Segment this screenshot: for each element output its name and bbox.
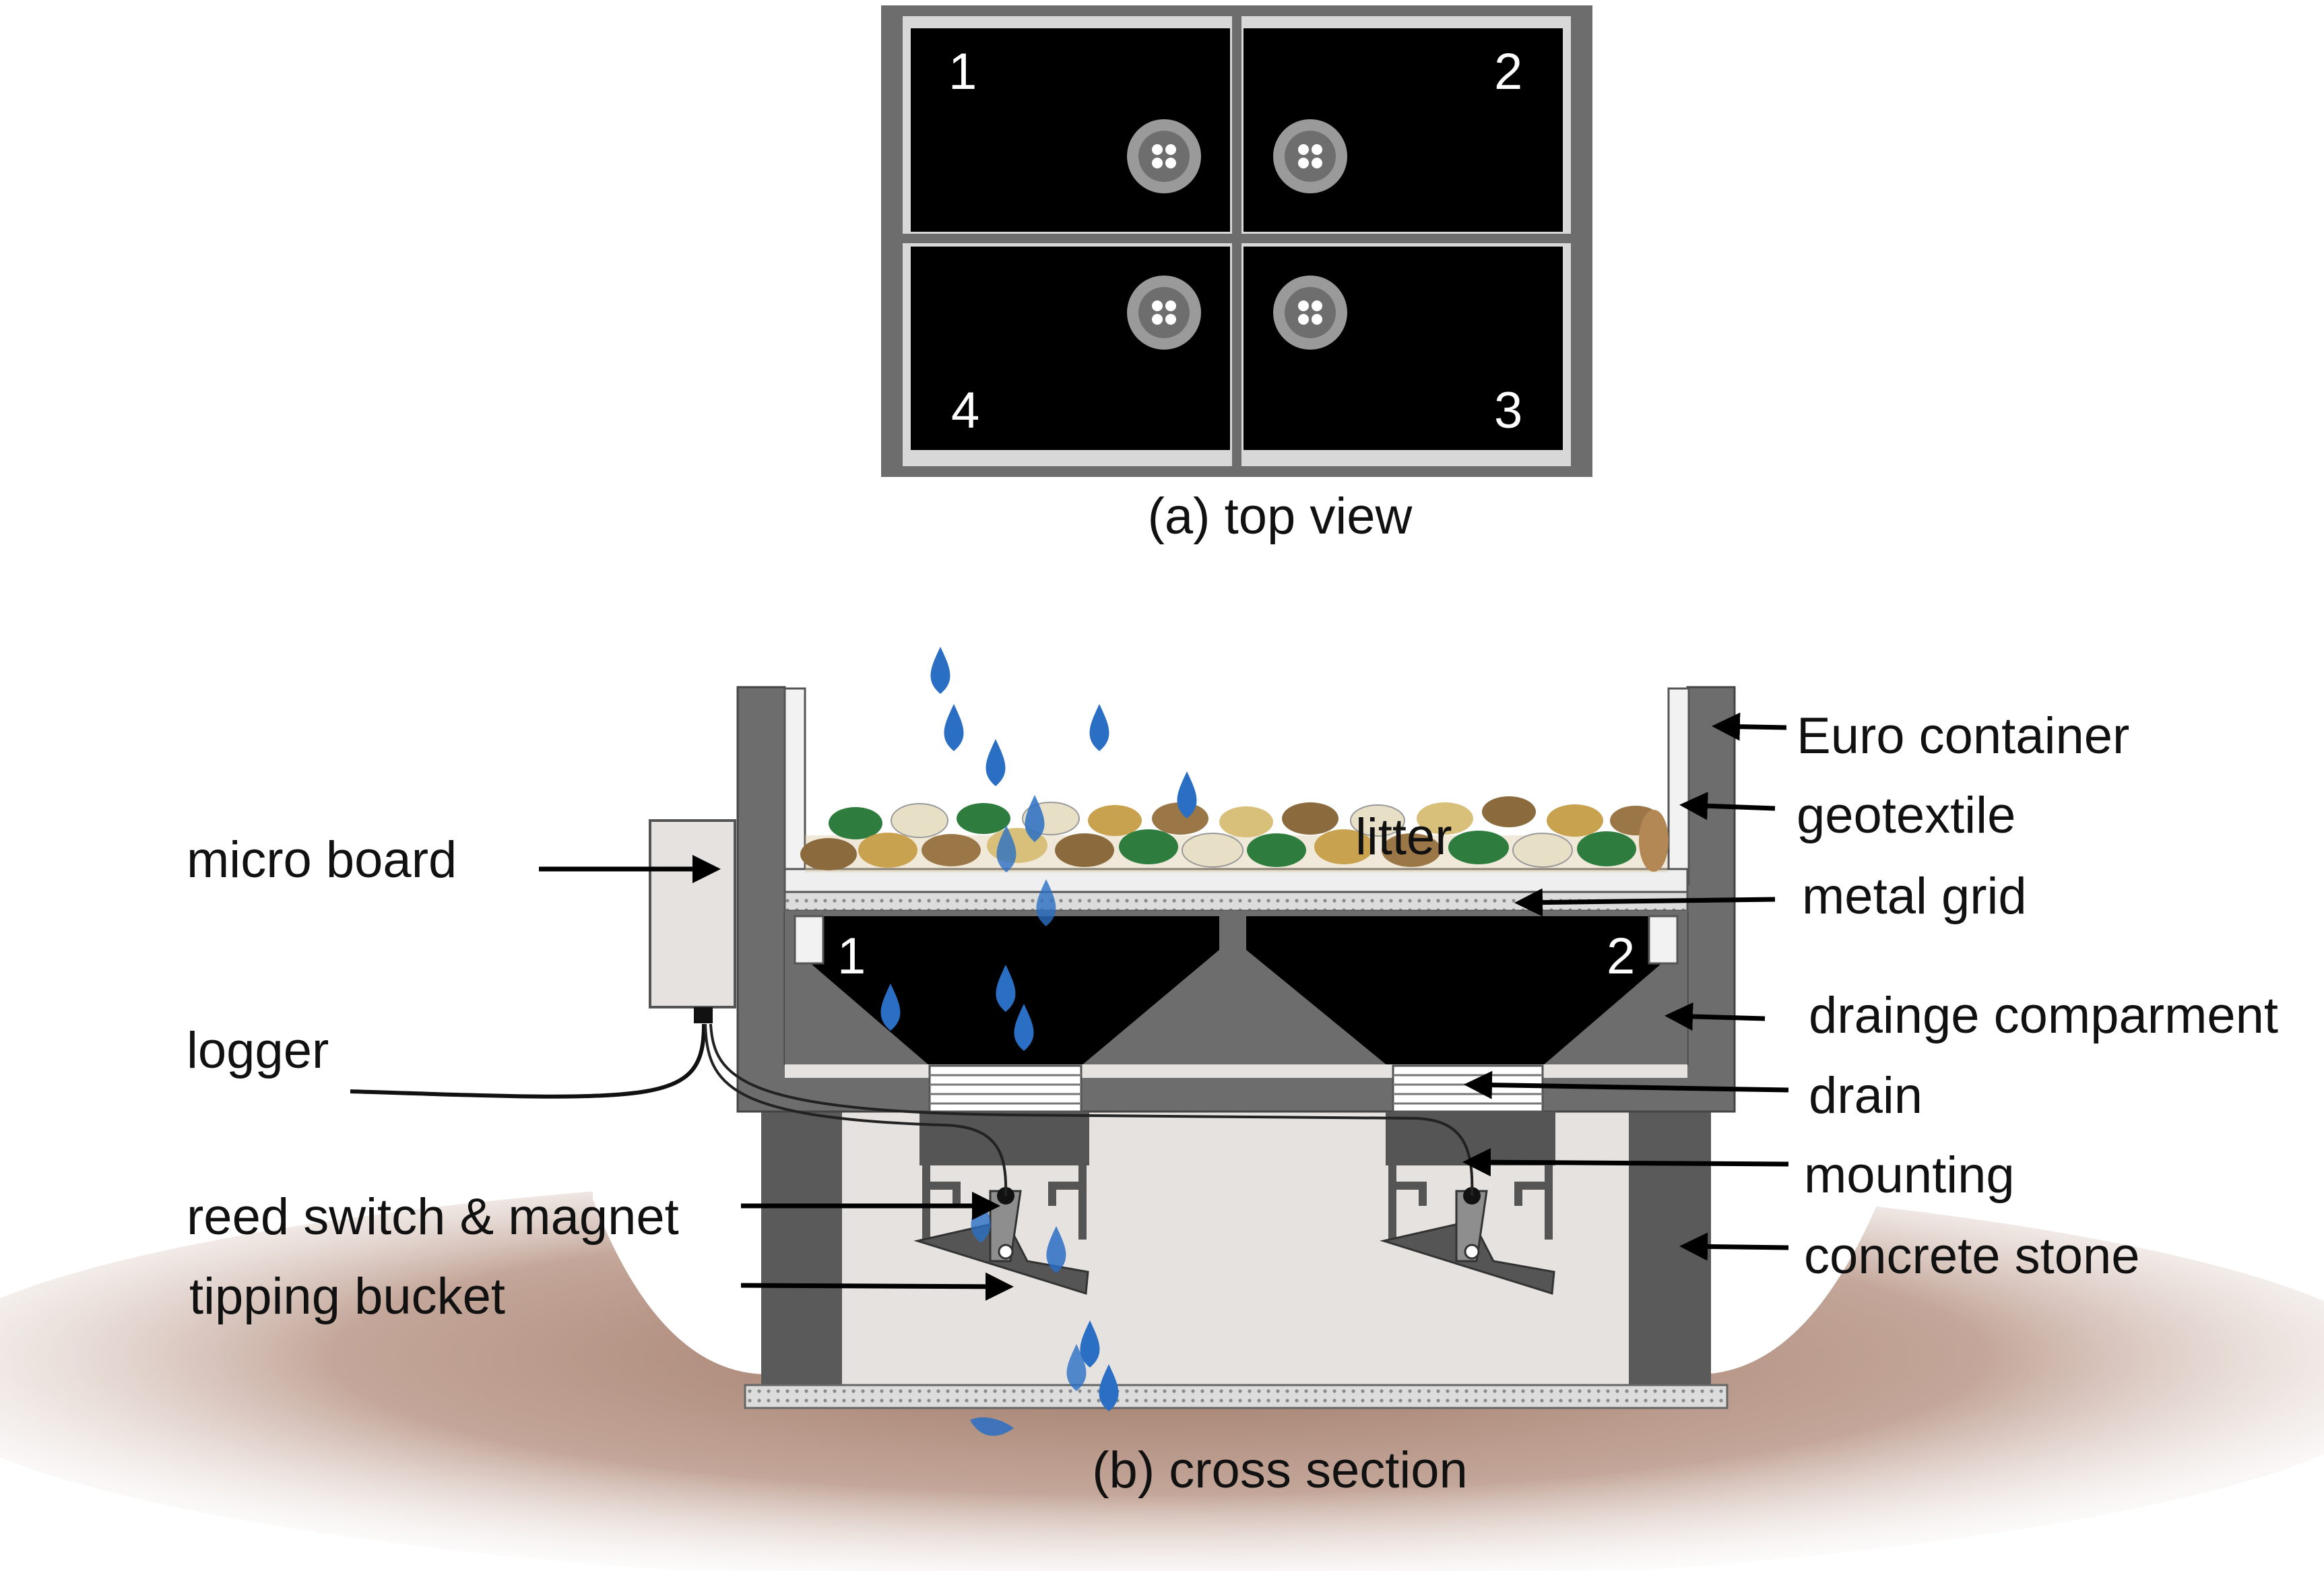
sensor-cable-right: [709, 1023, 1474, 1196]
cross-section: 1 2 litter Euro container geotextile met…: [0, 647, 2324, 1571]
label-euro-container: Euro container: [1797, 707, 2129, 765]
label-logger: logger: [187, 1022, 329, 1079]
drain-right: [1392, 1064, 1544, 1113]
drain-left: [928, 1064, 1083, 1113]
water-drop-icon: [1177, 771, 1197, 819]
sensor-cable-left: [704, 1023, 1008, 1196]
logger-connector: [694, 1007, 713, 1023]
label-micro-board: micro board: [187, 831, 457, 889]
water-drop-icon: [1089, 704, 1109, 751]
drain-outlet-icon: [1273, 276, 1347, 350]
water-drop-icon: [1025, 795, 1045, 842]
section-number-1: 1: [837, 928, 866, 985]
water-drop-icon: [970, 1417, 1014, 1436]
concrete-stone-left: [761, 1105, 842, 1388]
label-geotextile: geotextile: [1797, 787, 2015, 844]
water-drop-icon: [1036, 879, 1056, 926]
logger-cable: [350, 1023, 706, 1099]
label-metal-grid: metal grid: [1802, 868, 2027, 925]
top-number-4: 4: [951, 382, 979, 439]
water-drop-icon: [944, 704, 964, 751]
mounting-left: [919, 1112, 1089, 1240]
top-view: 1 2 4 3 (a) top view: [881, 5, 1592, 545]
litter-label: litter: [1355, 808, 1452, 866]
top-number-1: 1: [948, 43, 977, 100]
cross-section-caption: (b) cross section: [1092, 1442, 1468, 1499]
water-drop-icon: [996, 965, 1016, 1012]
label-tipping-bucket: tipping bucket: [189, 1268, 505, 1325]
drain-outlet-icon: [1127, 119, 1201, 193]
water-drop-icon: [930, 647, 950, 694]
micro-board: [649, 819, 736, 1008]
top-view-caption: (a) top view: [1148, 488, 1413, 545]
label-mounting: mounting: [1804, 1147, 2015, 1204]
drainage-compartment-2: [1246, 916, 1677, 1066]
drain-outlet-icon: [1273, 119, 1347, 193]
top-number-2: 2: [1494, 43, 1522, 100]
water-drop-icon: [1066, 1344, 1087, 1391]
stand-panel: [761, 1105, 1711, 1388]
drain-outlet-icon: [1127, 276, 1201, 350]
top-number-3: 3: [1494, 382, 1522, 439]
label-drain: drain: [1809, 1067, 1923, 1124]
label-concrete-stone: concrete stone: [1804, 1227, 2140, 1285]
label-reed-switch: reed switch & magnet: [187, 1188, 679, 1246]
water-drop-icon: [1080, 1320, 1100, 1368]
litter-layer: [800, 796, 1669, 872]
water-drops: [880, 647, 1197, 1436]
geotextile-right: [1667, 687, 1690, 885]
section-number-2: 2: [1607, 928, 1635, 985]
water-drop-icon: [1046, 1226, 1066, 1273]
water-drop-icon: [986, 739, 1006, 786]
base-plate: [744, 1384, 1729, 1409]
water-drop-icon: [1099, 1364, 1119, 1411]
tipping-bucket-right: [1380, 1187, 1555, 1295]
water-drop-icon: [1014, 1004, 1034, 1051]
label-drainage-compartment: drainge comparment: [1809, 987, 2278, 1044]
water-drop-icon: [880, 984, 901, 1031]
water-drop-icon: [996, 825, 1016, 872]
